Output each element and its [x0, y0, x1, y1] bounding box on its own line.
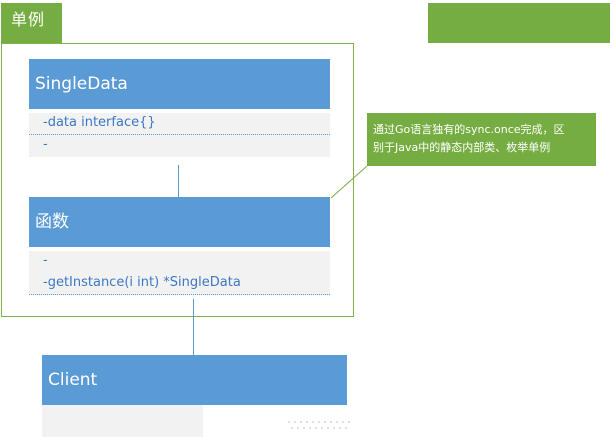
client-class-body — [42, 405, 203, 437]
function-class[interactable]: 函数 - -getInstance(i int) *SingleData — [29, 197, 330, 295]
operation-row: -getInstance(i int) *SingleData — [29, 273, 330, 295]
callout-note: 通过Go语言独有的sync.once完成，区 别于Java中的静态内部类、枚举单… — [367, 113, 596, 166]
header-banner — [428, 3, 610, 43]
single-data-attributes: -data interface{} - — [29, 113, 330, 157]
dependency-line — [193, 299, 194, 355]
function-operations: - -getInstance(i int) *SingleData — [29, 251, 330, 295]
note-line-1: 通过Go语言独有的sync.once完成，区 — [373, 123, 565, 136]
package-label: 单例 — [11, 10, 46, 29]
note-line-2: 别于Java中的静态内部类、枚举单例 — [373, 141, 551, 154]
single-data-class[interactable]: SingleData -data interface{} - — [29, 59, 330, 157]
attribute-row: - — [43, 137, 48, 152]
single-data-class-name: SingleData — [29, 59, 330, 109]
package-frame — [1, 43, 354, 317]
operation-row: - — [43, 253, 48, 268]
dotted-artifact — [288, 421, 350, 429]
package-tab: 单例 — [1, 3, 62, 43]
client-class-name[interactable]: Client — [42, 355, 347, 405]
callout-leader-line — [330, 165, 368, 199]
association-line — [178, 165, 179, 197]
attribute-row: -data interface{} — [29, 113, 330, 135]
function-class-name: 函数 — [29, 197, 330, 247]
